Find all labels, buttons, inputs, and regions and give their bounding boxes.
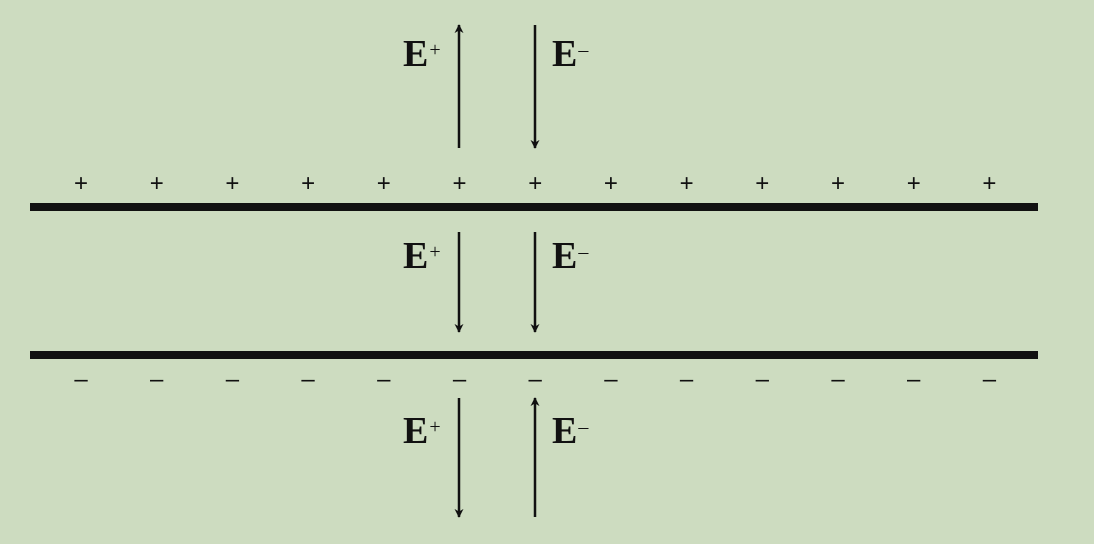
minus-charge: – xyxy=(453,366,467,393)
minus-charge: – xyxy=(377,366,391,393)
minus-charge: – xyxy=(831,366,845,393)
minus-charge: – xyxy=(680,366,694,393)
plus-charge: + xyxy=(680,170,694,197)
minus-charge: – xyxy=(907,366,921,393)
minus-charge: – xyxy=(529,366,543,393)
plus-charge: + xyxy=(604,170,618,197)
plus-charge: + xyxy=(74,170,88,197)
plus-charge: + xyxy=(377,170,391,197)
minus-charge: – xyxy=(756,366,770,393)
field-label: E– xyxy=(552,33,589,75)
positive-plate xyxy=(30,203,1038,211)
minus-charge: – xyxy=(150,366,164,393)
field-label: E– xyxy=(552,235,589,277)
plus-charge: + xyxy=(150,170,164,197)
minus-charge: – xyxy=(301,366,315,393)
field-label: E+ xyxy=(403,410,441,452)
minus-charge: – xyxy=(983,366,997,393)
plus-charge: + xyxy=(982,170,996,197)
plus-charge: + xyxy=(225,170,239,197)
plus-charge: + xyxy=(831,170,845,197)
negative-plate xyxy=(30,351,1038,359)
minus-charge: – xyxy=(74,366,88,393)
minus-charge: – xyxy=(226,366,240,393)
minus-charge: – xyxy=(604,366,618,393)
field-label: E+ xyxy=(403,235,441,277)
plus-charge: + xyxy=(907,170,921,197)
field-label: E+ xyxy=(403,33,441,75)
field-label: E– xyxy=(552,410,589,452)
plus-charge: + xyxy=(528,170,542,197)
plus-charge: + xyxy=(452,170,466,197)
plus-charge: + xyxy=(301,170,315,197)
plus-charge: + xyxy=(755,170,769,197)
